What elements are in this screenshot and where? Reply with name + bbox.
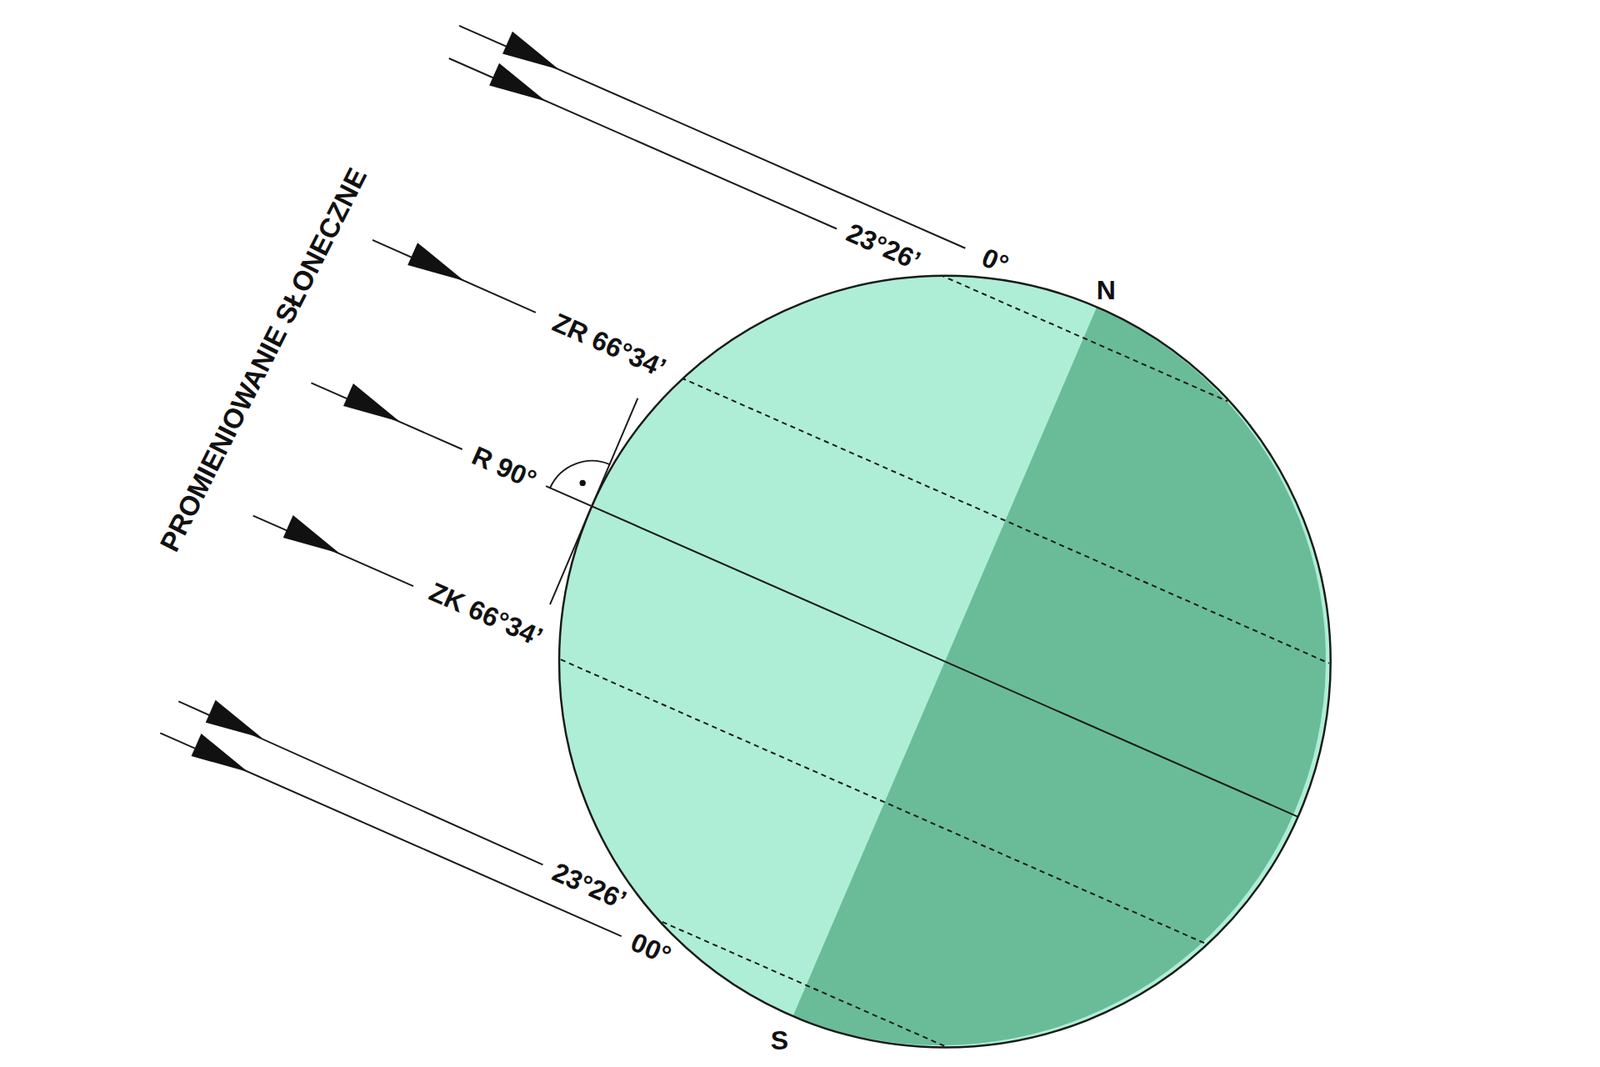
ray-line [253, 515, 414, 586]
right-angle-dot [580, 480, 586, 486]
ray-line [310, 382, 462, 450]
ray-line [372, 240, 536, 313]
ray-line [449, 58, 837, 229]
arrowhead [205, 700, 263, 739]
arctic-circle [940, 275, 1228, 402]
tropic-north [680, 377, 1330, 663]
sun-rays [160, 25, 1298, 936]
equator-line [545, 485, 1298, 817]
angle-label: ZR 66°34’ [545, 306, 672, 384]
angle-label: ZK 66°34’ [422, 575, 549, 653]
arrowhead [283, 515, 340, 554]
ray-line [160, 732, 621, 936]
rays-caption: PROMIENIOWANIE SŁONECZNE [153, 160, 374, 558]
pole-label: N [1094, 275, 1119, 305]
angle-label: R 90° [465, 440, 543, 495]
latitude-label: 0° [975, 242, 1015, 281]
arrowhead [191, 733, 249, 772]
ray-line [459, 25, 965, 249]
antarctic-circle [662, 921, 950, 1049]
right-angle-arc [550, 460, 610, 489]
earth-night-side [793, 306, 1326, 1045]
tangent-line [550, 398, 638, 605]
arrowhead [502, 31, 560, 70]
arrowhead [489, 63, 546, 102]
arrowhead [343, 383, 400, 422]
tropic-south [560, 659, 1210, 945]
arrowhead [407, 242, 465, 281]
pole-label: S [768, 1025, 791, 1055]
